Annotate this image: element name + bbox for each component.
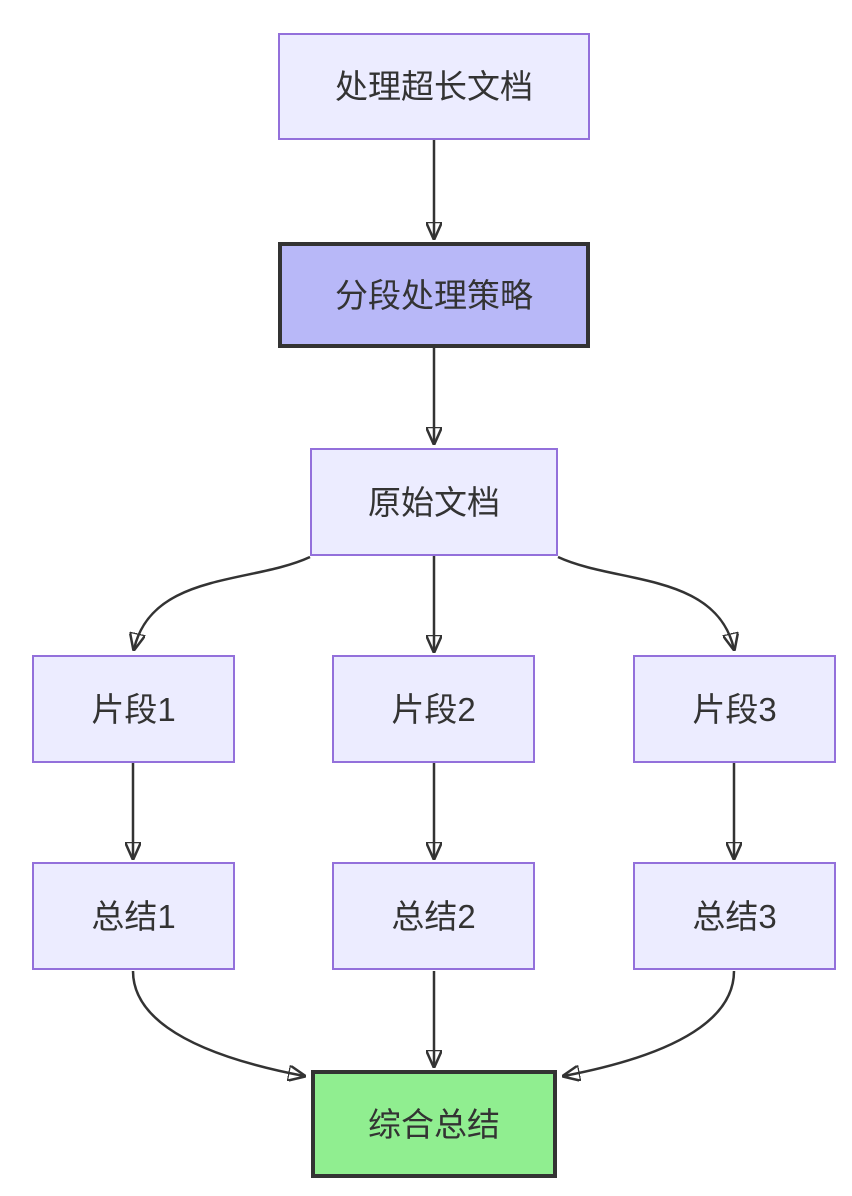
node-segmentation-strategy: 分段处理策略 — [278, 242, 590, 348]
node-summary-3: 总结3 — [633, 862, 836, 970]
edge-summary-3-to-combined — [564, 970, 736, 1076]
node-original-doc: 原始文档 — [310, 448, 558, 556]
edge-summary-1-to-combined — [131, 970, 304, 1076]
node-summary-1: 总结1 — [32, 862, 235, 970]
node-fragment-1: 片段1 — [32, 655, 235, 763]
node-fragment-2: 片段2 — [332, 655, 535, 763]
node-summary-2: 总结2 — [332, 862, 535, 970]
edge-original-to-fragment-1 — [134, 555, 311, 649]
node-combined-summary: 综合总结 — [311, 1070, 557, 1178]
node-fragment-3: 片段3 — [633, 655, 836, 763]
edge-original-to-fragment-3 — [557, 555, 734, 649]
node-process-long-doc: 处理超长文档 — [278, 33, 590, 140]
